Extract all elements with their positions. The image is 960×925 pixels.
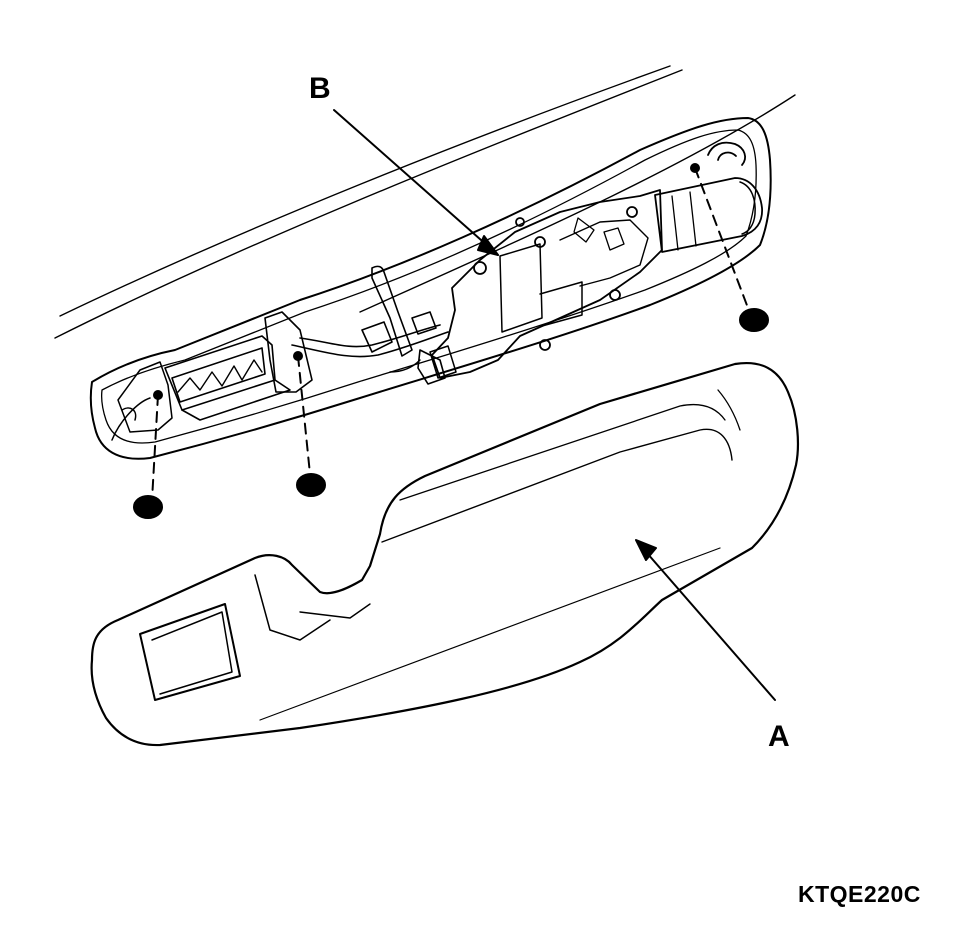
left-mount-bracket xyxy=(111,361,173,441)
tailgate-recess-outline xyxy=(89,117,772,460)
middle-mount-bracket xyxy=(264,311,313,393)
nut-3 xyxy=(694,167,769,332)
nut-1 xyxy=(133,394,163,519)
part-label-a: A xyxy=(768,720,790,753)
part-label-b: B xyxy=(309,72,331,105)
leader-arrow-a xyxy=(635,539,776,701)
handle-cover xyxy=(90,362,800,747)
leader-arrow-b xyxy=(333,109,499,256)
motor-housing xyxy=(654,177,763,253)
lock-actuator-assembly xyxy=(431,189,663,379)
nut-2 xyxy=(296,355,326,497)
body-panel-edge xyxy=(54,65,796,339)
stud-points xyxy=(153,163,700,400)
linkage-rod xyxy=(291,265,449,385)
figure-code: KTQE220C xyxy=(798,881,921,907)
vent-grille xyxy=(164,335,291,421)
wire-connector xyxy=(389,345,457,379)
right-hook xyxy=(707,141,746,166)
